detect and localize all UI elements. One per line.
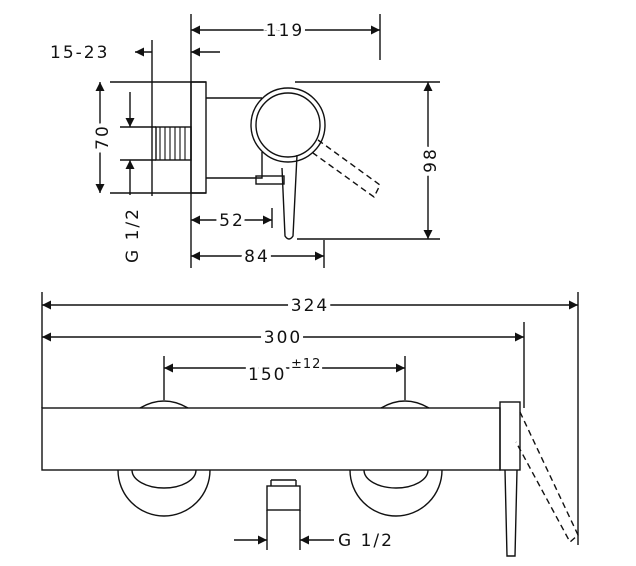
mixer-body-front xyxy=(41,407,501,471)
outlet-connector xyxy=(266,485,301,511)
thread-connector xyxy=(155,126,192,161)
wall-plate xyxy=(190,81,207,194)
label-15-23: 15-23 xyxy=(50,43,109,63)
label-70: 70 xyxy=(93,124,113,150)
rosette-right-inner xyxy=(363,469,429,489)
dimension-labels: 119 15-23 70 98 52 84 G 1/2 324 300 150 … xyxy=(50,17,445,551)
rosette-right xyxy=(349,469,443,517)
label-84: 84 xyxy=(244,247,270,267)
mixer-knob xyxy=(250,87,326,163)
label-119: 119 xyxy=(266,21,304,41)
label-150-tolerance: ±12 xyxy=(291,357,321,372)
rosette-left-inner xyxy=(131,469,197,489)
label-52: 52 xyxy=(219,211,245,231)
rosette-left-top xyxy=(139,400,189,409)
thread-hatch xyxy=(159,127,186,160)
label-324: 324 xyxy=(291,296,329,316)
mixer-knob-inner xyxy=(255,92,321,158)
label-thread-front: G 1/2 xyxy=(338,531,394,551)
side-view xyxy=(95,14,440,268)
lever-handle xyxy=(281,154,298,240)
label-98: 98 xyxy=(421,147,441,173)
lever-front xyxy=(499,401,521,471)
lever-front-alt-position xyxy=(515,411,579,544)
rosette-left xyxy=(117,469,211,517)
label-300: 300 xyxy=(264,328,302,348)
lever-base xyxy=(255,175,285,185)
label-150: 150 xyxy=(248,365,286,385)
mixer-body xyxy=(206,97,263,179)
rosette-right-top xyxy=(380,400,430,409)
lever-front-stem xyxy=(504,469,518,557)
front-view xyxy=(41,292,579,557)
lever-alt-position xyxy=(312,139,381,199)
label-thread-side: G 1/2 xyxy=(123,207,143,263)
